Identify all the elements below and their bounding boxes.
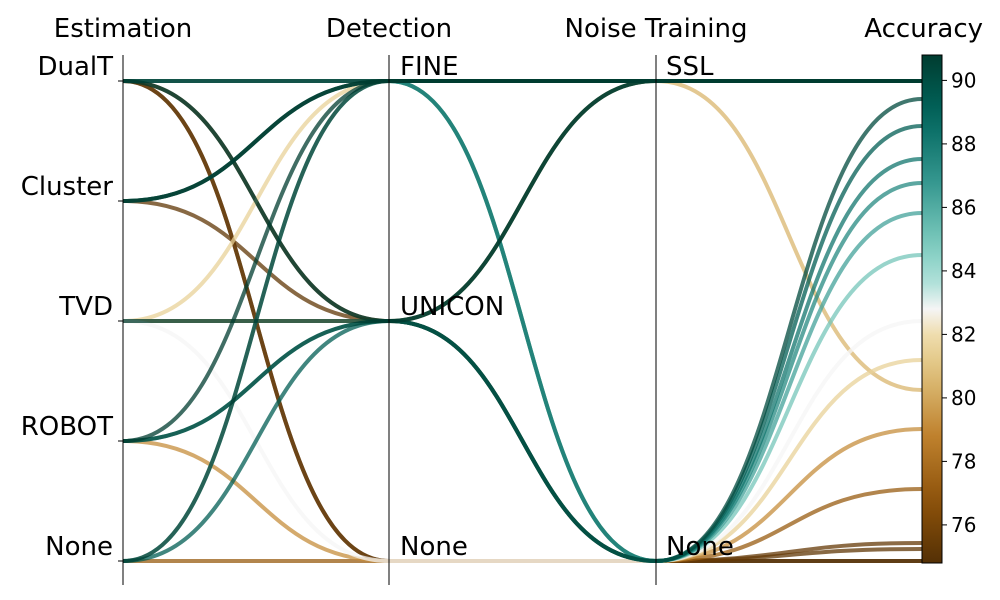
record-line-21 — [123, 78, 922, 324]
axis-title-noise-training: Noise Training — [565, 14, 748, 44]
label-estimation-none: None — [45, 532, 113, 562]
colorbar-tick-label-7: 90 — [951, 68, 976, 92]
record-line-17 — [122, 78, 922, 203]
colorbar-tick-label-4: 84 — [951, 259, 976, 283]
axis-titles: Estimation Detection Noise Training Accu… — [54, 14, 983, 44]
label-estimation-cluster: Cluster — [21, 172, 114, 202]
label-noise-training-ssl: SSL — [666, 52, 714, 82]
accuracy-colorbar: 76 78 80 82 84 86 88 90 — [921, 54, 976, 564]
category-labels: DualT Cluster TVD ROBOT None FINE UNICON… — [21, 52, 734, 562]
colorbar-tick-label-1: 78 — [951, 449, 976, 473]
colorbar-tick-label-0: 76 — [951, 513, 976, 537]
record-line-13 — [122, 124, 923, 564]
label-detection-unicon: UNICON — [400, 292, 504, 322]
label-estimation-robot: ROBOT — [21, 412, 113, 442]
label-estimation-tvd: TVD — [58, 292, 113, 322]
label-detection-none: None — [400, 532, 468, 562]
label-detection-fine: FINE — [400, 52, 459, 82]
colorbar-ticks: 76 78 80 82 84 86 88 90 — [942, 68, 976, 537]
colorbar-gradient — [921, 54, 943, 564]
label-estimation-dualt: DualT — [37, 52, 113, 82]
axis-title-estimation: Estimation — [54, 14, 192, 44]
record-line-14 — [122, 97, 923, 564]
record-line-6 — [123, 78, 923, 392]
record-lines — [122, 78, 923, 564]
record-line-8 — [122, 319, 923, 564]
axis-title-accuracy: Accuracy — [864, 14, 983, 44]
axis-title-detection: Detection — [326, 14, 452, 44]
colorbar-tick-label-2: 80 — [951, 386, 976, 410]
colorbar-tick-label-5: 86 — [951, 195, 976, 219]
colorbar-tick-label-3: 82 — [951, 322, 976, 346]
colorbar-tick-label-6: 88 — [951, 132, 976, 156]
record-line-5 — [122, 427, 923, 564]
label-noise-training-none: None — [666, 532, 734, 562]
record-line-16 — [122, 78, 922, 203]
axes — [118, 55, 657, 585]
